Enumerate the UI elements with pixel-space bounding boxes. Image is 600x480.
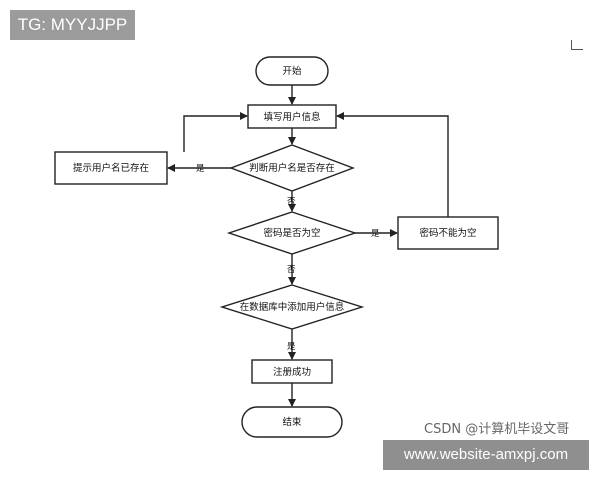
add-to-db-label: 在数据库中添加用户信息 (240, 301, 345, 313)
start-node: 开始 (255, 56, 329, 86)
edge-label-username-yes: 是 (196, 164, 205, 174)
site-watermark: www.website-amxpj.com (383, 440, 589, 470)
register-success-label: 注册成功 (273, 366, 311, 378)
edge-label-username-no: 否 (287, 197, 296, 207)
username-exists-label: 提示用户名已存在 (73, 162, 149, 174)
fill-info-label: 填写用户信息 (263, 111, 320, 123)
corner-mark (571, 40, 583, 50)
register-success-node: 注册成功 (251, 359, 333, 384)
csdn-watermark: CSDN @计算机毕设文哥 (424, 422, 570, 437)
edge-label-password-no: 否 (287, 265, 296, 275)
end-label: 结束 (282, 416, 302, 428)
edge-label-db-yes: 是 (287, 342, 296, 352)
password-empty-label: 密码不能为空 (419, 227, 476, 239)
check-username-label: 判断用户名是否存在 (249, 162, 335, 174)
tg-watermark: TG: MYYJJPP (10, 10, 135, 40)
end-node: 结束 (241, 406, 343, 438)
check-password-node: 密码是否为空 (226, 211, 358, 255)
username-exists-node: 提示用户名已存在 (54, 151, 168, 185)
edge-label-password-yes: 是 (371, 229, 380, 239)
password-empty-node: 密码不能为空 (397, 216, 499, 250)
edge-empty-back-to-fill (336, 112, 449, 217)
fill-info-node: 填写用户信息 (247, 104, 337, 129)
edge-exists-back-to-fill (183, 112, 248, 152)
check-username-node: 判断用户名是否存在 (229, 144, 355, 192)
check-password-label: 密码是否为空 (263, 227, 320, 239)
start-label: 开始 (282, 65, 302, 77)
add-to-db-node: 在数据库中添加用户信息 (219, 284, 365, 330)
